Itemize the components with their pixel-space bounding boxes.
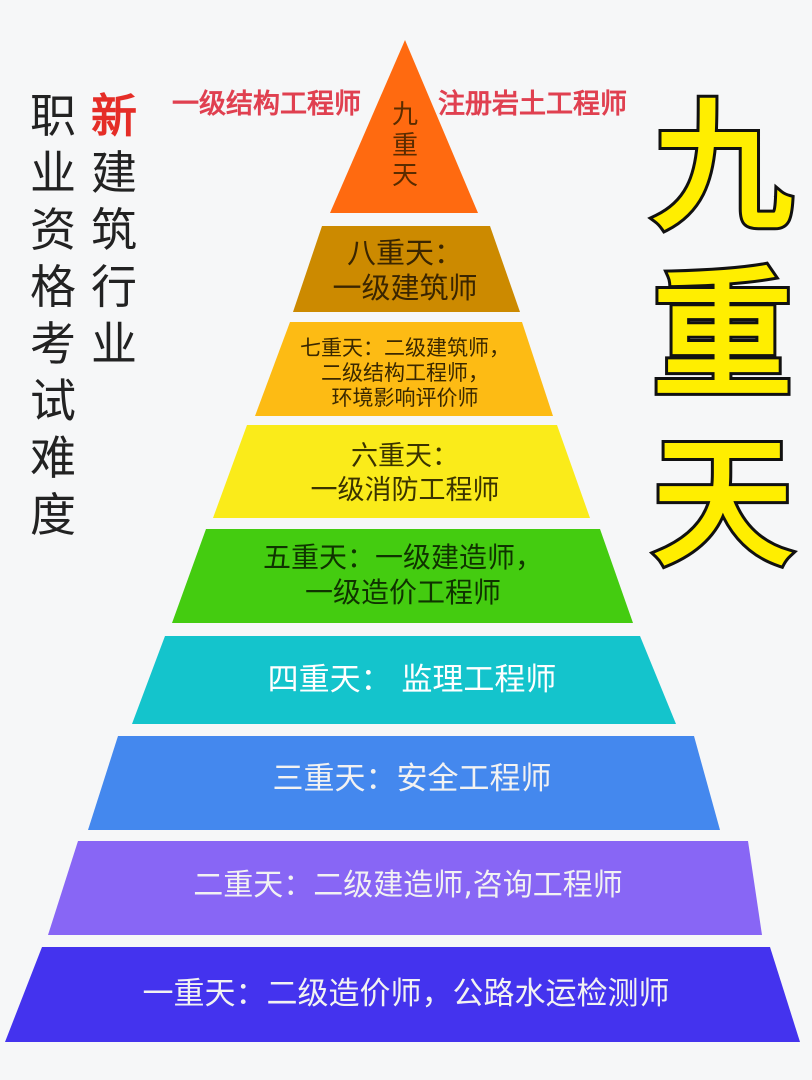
level-6-line2: 一级消防工程师 [310,474,500,506]
level-4-label: 四重天： 监理工程师 [267,662,557,698]
level-7-line3: 环境影响评价师 [331,386,479,411]
level-6-label: 六重天： 一级消防工程师 [311,440,500,508]
level-7-line2: 二级结构工程师， [321,361,489,386]
level-8-label: 八重天： 一级建筑师 [332,236,477,306]
level-2-band [48,841,762,935]
apex-left-label: 一级结构工程师 [172,89,361,120]
level-1-label: 一重天：二级造价师，公路水运检测师 [142,976,670,1012]
level-1-band [5,947,800,1042]
left-title-column-2-rest: 建筑行业 [91,146,137,372]
level-3-band [88,736,720,830]
left-title-highlight: 新 [91,89,137,143]
level-9-label: 九重天 [391,100,418,192]
right-big-title: 九重天 [649,84,795,589]
apex-right-label: 注册岩土工程师 [438,89,627,120]
level-6-band [213,425,590,518]
level-5-line1: 五重天：一级建造师， [262,541,544,574]
level-4-band [132,636,676,724]
level-7-label: 七重天：二级建筑师， 二级结构工程师， 环境影响评价师 [300,336,510,412]
level-3-label: 三重天：安全工程师 [272,761,552,797]
level-5-line2: 一级造价工程师 [304,576,502,609]
level-8-line1: 八重天： [346,236,464,270]
level-2-label: 二重天：二级建造师,咨询工程师 [193,868,623,903]
level-7-line1: 七重天：二级建筑师， [300,336,510,360]
left-title-column-1: 职业资格考试难度 [30,89,76,543]
level-7-band [255,322,553,416]
level-8-band [293,226,520,312]
level-6-line1: 六重天： [351,441,459,472]
level-9-apex-triangle [330,40,478,213]
level-5-label: 五重天：一级建造师， 一级造价工程师 [263,540,543,610]
level-8-line2: 一级建筑师 [332,270,478,305]
level-5-band [172,529,633,623]
left-title-column-2: 新建筑行业 [86,88,142,373]
